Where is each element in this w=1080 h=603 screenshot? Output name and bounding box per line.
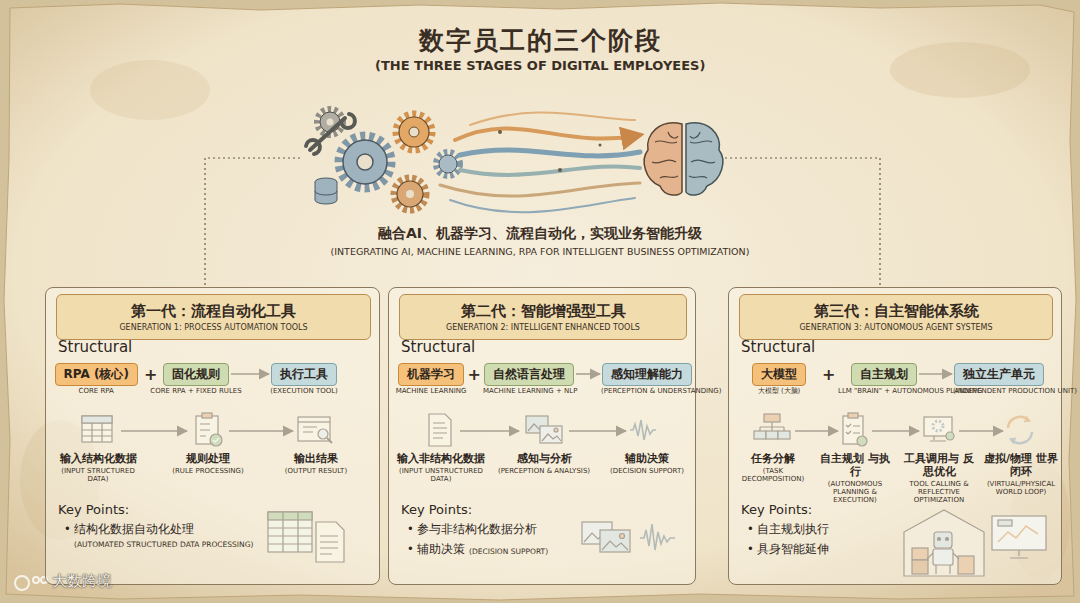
key-points-heading: Key Points: [58,502,129,517]
key-points-heading: Key Points: [401,502,472,517]
generation-header: 第三代：自主智能体系统 GENERATION 3: AUTONOMOUS AGEN… [739,294,1053,340]
section-heading: Structural [741,338,815,356]
step-name: 输入非结构化数据 [393,452,489,465]
stage-panel: StructuralKey Points: • 结构化数据自动化处理 (AUTOMA… [45,287,380,585]
step-caption: (VIRTUAL/PHYSICAL WORLD LOOP) [982,480,1060,496]
header-title: 第一代：流程自动化工具 [131,302,296,321]
step-name: 输入结构化数据 [52,452,144,465]
component-caption: 大模型 (大脑) [733,387,825,395]
process-step: 感知与分析 (PERCEPTION & ANALYSIS) [496,414,592,475]
generation-header: 第二代：智能增强型工具 GENERATION 2: INTELLIGENT ENH… [399,294,687,340]
bullet-text: • 结构化数据自动化处理 [64,522,194,537]
process-step: 自主规划 与执行(AUTONOMOUS PLANNING & EXECUTION… [816,414,894,505]
component-box: 大模型大模型 (大脑) [752,363,806,386]
brain [644,123,723,195]
section-heading: Structural [58,338,132,356]
step-caption: (INPUT STRUCTURED DATA) [52,467,144,483]
bullet-subtext: (DECISION SUPPORT) [469,547,548,556]
header-subtitle: GENERATION 3: AUTONOMOUS AGENT SYSTEMS [799,323,992,332]
bullet-text: • 辅助决策 [407,542,465,557]
process-step: 输入非结构化数据 (INPUT UNSTRUCTURED DATA) [393,414,489,483]
component-caption: (EXECUTION TOOL) [258,387,350,395]
watermark: 大数跨境 [52,572,112,591]
plus-sign: + [468,365,481,384]
header-title: 第二代：智能增强型工具 [461,302,626,321]
generation-header: 第一代：流程自动化工具 GENERATION 1: PROCESS AUTOMAT… [56,294,371,340]
component-name: 执行工具 [280,366,328,383]
stage-panel: StructuralKey Points: • 自主规划执行 • 具身智能延伸 第三代… [728,287,1062,585]
component-caption: CORE RPA [50,387,142,395]
section-heading: Structural [401,338,475,356]
step-caption: (INPUT UNSTRUCTURED DATA) [393,467,489,483]
subtitle: (THE THREE STAGES OF DIGITAL EMPLOYEES) [375,58,705,73]
bullet-text: • 具身智能延伸 [747,542,829,557]
component-caption: (PERCEPTION & UNDERSTANDING) [601,387,693,395]
component-box: 机器学习MACHINE LEARNING [398,363,464,386]
component-caption: MACHINE LEARNING [385,387,477,395]
bullet-text: • 自主规划执行 [747,522,829,537]
step-name: 自主规划 与执行 [816,452,894,478]
component-name: 固化规则 [172,366,220,383]
component-box: 自主规划LLM "BRAIN" + AUTONOMOUS PLANNING [851,363,917,386]
header-subtitle: GENERATION 2: INTELLIGENT ENHANCED TOOLS [446,323,640,332]
gears [306,109,460,210]
stage-panel: StructuralKey Points: • 参与非结构化数据分析 • 辅助决策 (… [388,287,696,585]
component-box: 自然语言处理MACHINE LEARNING + NLP [484,363,574,386]
process-step: 辅助决策 (DECISION SUPPORT) [599,414,695,475]
step-name: 规则处理 [162,452,254,465]
step-caption: (OUTPUT RESULT) [270,467,362,475]
component-caption: LLM "BRAIN" + AUTONOMOUS PLANNING [838,387,930,395]
component-box: 固化规则CORE RPA + FIXED RULES [163,363,229,386]
component-name: 自主规划 [860,366,908,383]
process-step: 虚拟/物理 世界闭环 (VIRTUAL/PHYSICAL WORLD LOOP) [982,414,1060,496]
step-name: 输出结果 [270,452,362,465]
component-box: 独立生产单元(INDEPENDENT PRODUCTION UNIT) [954,363,1044,386]
component-name: RPA (核心) [64,366,129,383]
step-caption: (DECISION SUPPORT) [599,467,695,475]
component-box: 感知理解能力(PERCEPTION & UNDERSTANDING) [602,363,692,386]
component-name: 感知理解能力 [611,366,683,383]
subtitle: (INTEGRATING AI, MACHINE LEARNING, RPA F… [331,246,750,257]
component-box: 执行工具(EXECUTION TOOL) [271,363,337,386]
component-caption: MACHINE LEARNING + NLP [483,387,575,395]
component-caption: (INDEPENDENT PRODUCTION UNIT) [953,387,1045,395]
bullet-text: • 参与非结构化数据分析 [407,522,537,537]
step-name: 虚拟/物理 世界闭环 [982,452,1060,478]
step-name: 感知与分析 [496,452,592,465]
step-name: 任务分解 [734,452,812,465]
process-step: 任务分解 (TASK DECOMPOSITION) [734,414,812,483]
bullet-subtext: (AUTOMATED STRUCTURED DATA PROCESSING) [74,540,253,549]
step-name: 工具调用与 反思优化 [900,452,978,478]
component-caption: CORE RPA + FIXED RULES [150,387,242,395]
component-name: 自然语言处理 [493,366,565,383]
component-name: 机器学习 [407,366,455,383]
plus-sign: + [822,365,835,384]
step-caption: (RULE PROCESSING) [162,467,254,475]
header-title: 第三代：自主智能体系统 [814,302,979,321]
process-step: 输出结果 (OUTPUT RESULT) [270,414,362,475]
component-name: 大模型 [761,366,797,383]
component-box: RPA (核心)CORE RPA [55,363,138,386]
step-name: 辅助决策 [599,452,695,465]
step-caption: (PERCEPTION & ANALYSIS) [496,467,592,475]
component-name: 独立生产单元 [963,366,1035,383]
key-points-heading: Key Points: [741,502,812,517]
plus-sign: + [144,365,157,384]
subtitle: 融合AI、机器学习、流程自动化，实现业务智能升级 [378,225,702,243]
process-step: 规则处理 (RULE PROCESSING) [162,414,254,475]
diagram-title: 数字员工的三个阶段 [0,24,1080,57]
process-step: 输入结构化数据 (INPUT STRUCTURED DATA) [52,414,144,483]
header-subtitle: GENERATION 1: PROCESS AUTOMATION TOOLS [119,323,307,332]
step-caption: TOOL CALLING & REFLECTIVE OPTIMIZATION [900,480,978,504]
step-caption: (AUTONOMOUS PLANNING & EXECUTION) [816,480,894,504]
process-step: 工具调用与 反思优化TOOL CALLING & REFLECTIVE OPTI… [900,414,978,505]
step-caption: (TASK DECOMPOSITION) [734,467,812,483]
